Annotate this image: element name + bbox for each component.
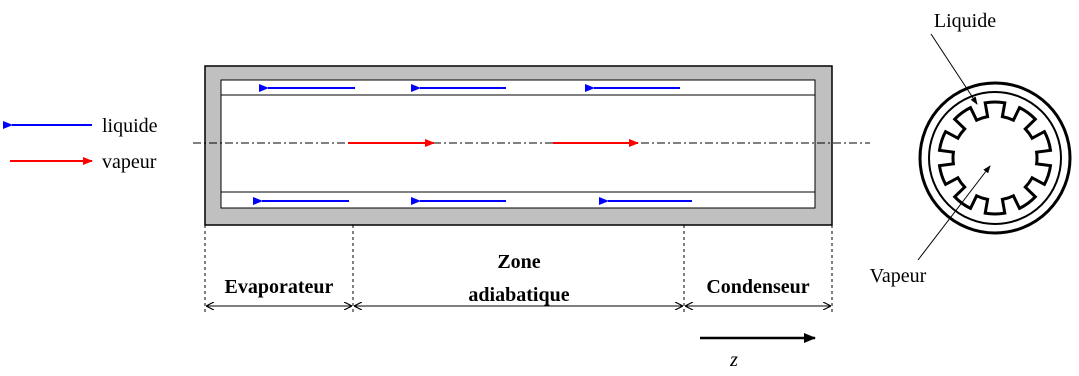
adiabatic-label-line1: Zone [497,251,540,273]
legend-liquid-label: liquide [102,115,158,137]
zone-labels: Evaporateur Zone adiabatique Condenseur [225,251,810,306]
legend: liquide vapeur [2,115,158,173]
cross-section-vapor-pointer [917,165,991,261]
legend-vapor-label: vapeur [102,151,157,173]
axis-z: z [700,333,816,371]
adiabatic-label-line2: adiabatique [468,284,569,306]
cross-section-inner-circle [928,91,1062,225]
cross-section: Liquide Vapeur [870,10,1072,287]
condenser-label: Condenseur [706,276,809,298]
cross-section-wick [937,100,1053,216]
heat-pipe-body [193,65,870,226]
cross-section-liquid-pointer [930,33,978,105]
cross-section-vapor-label: Vapeur [870,265,927,287]
pipe-interior [220,79,816,209]
zone-boundaries [204,225,833,312]
axis-z-label: z [729,349,738,371]
cross-section-outer-circle [918,81,1072,235]
cross-section-liquid-label: Liquide [934,10,996,32]
liquid-flow-arrows [253,84,692,205]
evaporator-label: Evaporateur [225,276,334,298]
